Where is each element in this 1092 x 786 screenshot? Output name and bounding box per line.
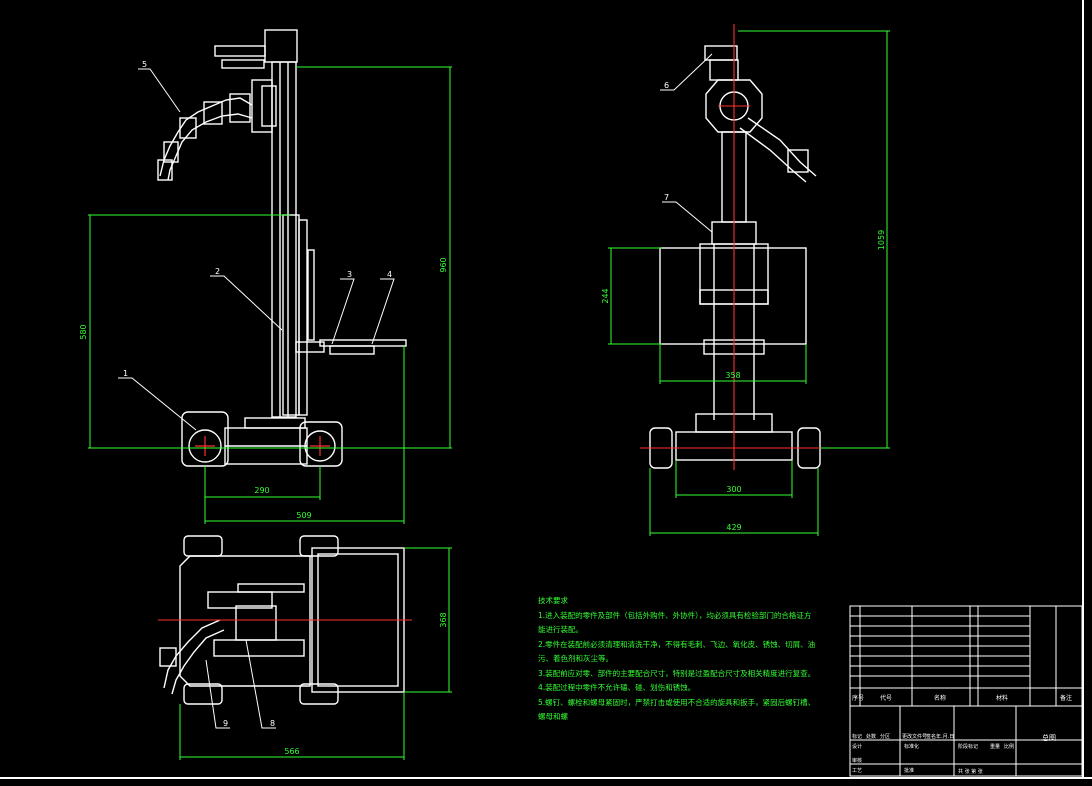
tb-process: 工艺 bbox=[852, 768, 862, 774]
bom-col-seq: 序号 bbox=[852, 694, 864, 702]
side-view-wheel-marks bbox=[195, 436, 330, 456]
notes-line: 5.螺钉、螺栓和螺母紧固时，严禁打击或使用不合适的旋具和扳手，紧固后螺钉槽、 bbox=[538, 697, 816, 707]
dim-mid-left: 580 bbox=[79, 324, 88, 339]
dim-height-left: 960 bbox=[439, 257, 448, 272]
side-view-dimensions bbox=[88, 66, 452, 524]
part-label-7: 7 bbox=[664, 193, 669, 202]
part-label-5: 5 bbox=[142, 60, 147, 69]
title-block bbox=[849, 605, 1083, 777]
notes-line: 能进行装配。 bbox=[538, 625, 583, 634]
dim-length-front: 509 bbox=[296, 511, 311, 520]
notes-line: 4.装配过程中零件不允许磕、碰、划伤和锈蚀。 bbox=[538, 683, 696, 692]
tb-sheets: 共 张 第 张 bbox=[958, 768, 983, 775]
front-view-leaders bbox=[660, 53, 713, 233]
bom-col-code: 代号 bbox=[880, 694, 892, 702]
notes-title: 技术要求 bbox=[538, 596, 568, 605]
notes-line: 1.进入装配的零件及部件（包括外购件、外协件），均必须具有检验部门的合格证方 bbox=[538, 610, 812, 620]
rev-date: 年.月.日 bbox=[936, 733, 954, 740]
part-label-4: 4 bbox=[387, 270, 392, 279]
dim-bin-width: 358 bbox=[725, 371, 740, 380]
bom-col-remarks: 备注 bbox=[1060, 694, 1072, 702]
side-view-leaders bbox=[118, 68, 395, 431]
notes-line: 污、着色剂和灰尘等。 bbox=[538, 654, 613, 663]
tb-scale: 比例 bbox=[1004, 743, 1014, 750]
notes-line: 螺母和螺 bbox=[538, 712, 568, 721]
part-label-8: 8 bbox=[270, 719, 275, 728]
side-view bbox=[157, 29, 407, 467]
tb-approve: 批准 bbox=[904, 767, 914, 774]
dim-height-right: 1059 bbox=[877, 230, 886, 250]
tb-check: 审核 bbox=[852, 757, 862, 764]
tb-standardize: 标准化 bbox=[904, 743, 919, 750]
drawing-name: 总图 bbox=[1042, 733, 1056, 742]
dim-wheelbase: 290 bbox=[254, 486, 269, 495]
part-label-9: 9 bbox=[223, 719, 228, 728]
front-view-dimensions bbox=[608, 30, 890, 536]
notes-line: 3.装配前应对零、部件的主要配合尺寸，特别是过盈配合尺寸及相关精度进行复查。 bbox=[538, 668, 816, 678]
part-label-2: 2 bbox=[215, 267, 220, 276]
tb-weight: 重量 bbox=[990, 743, 1000, 750]
technical-requirements: 技术要求 1.进入装配的零件及部件（包括外购件、外协件），均必须具有检验部门的合… bbox=[538, 594, 816, 725]
rev-sign: 签名 bbox=[926, 733, 936, 740]
rev-doc: 更改文件号 bbox=[902, 733, 927, 740]
dim-width-right: 429 bbox=[726, 523, 741, 532]
part-label-3: 3 bbox=[347, 270, 352, 279]
dim-track: 300 bbox=[726, 485, 741, 494]
rev-zone: 分区 bbox=[880, 733, 890, 740]
plan-view-leaders bbox=[205, 639, 276, 729]
plan-view-dimensions bbox=[179, 547, 452, 760]
bom-col-name: 名称 bbox=[934, 694, 946, 702]
bom-col-material: 材料 bbox=[996, 694, 1008, 702]
rev-mark: 标记 bbox=[852, 733, 862, 740]
dim-plan-length: 566 bbox=[284, 747, 299, 756]
part-label-1: 1 bbox=[123, 369, 128, 378]
rev-count: 处数 bbox=[866, 733, 876, 740]
front-view-centerline bbox=[640, 24, 830, 470]
dim-plan-width: 368 bbox=[439, 612, 448, 627]
tb-stage: 阶段标记 bbox=[958, 743, 978, 750]
dim-bin-height: 244 bbox=[601, 288, 610, 303]
part-label-6: 6 bbox=[664, 81, 669, 90]
tb-design: 设计 bbox=[852, 743, 862, 750]
notes-line: 2.零件在装配前必须清理和清洗干净，不得有毛刺、飞边、氧化皮、锈蚀、切屑、油 bbox=[538, 639, 816, 649]
